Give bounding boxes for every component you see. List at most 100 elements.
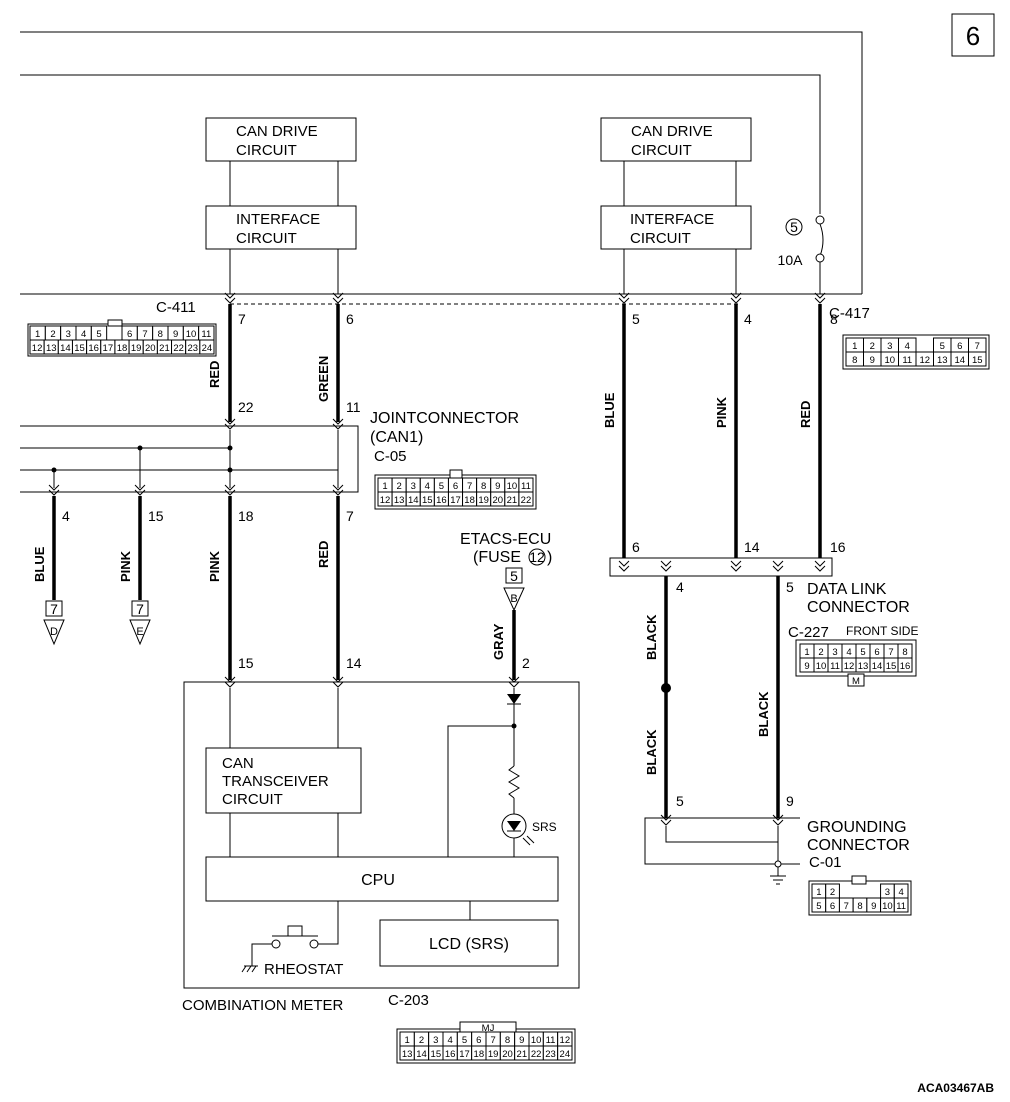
rheostat-label: RHEOSTAT: [264, 961, 343, 978]
block-text: INTERFACE: [630, 211, 714, 228]
can-transceiver-circuit: [205, 747, 362, 814]
c417-pin-4: 4: [905, 341, 910, 352]
c227-tag: M: [852, 676, 860, 687]
c01-pin-6: 6: [830, 901, 835, 912]
top-wire-outer: [20, 31, 863, 294]
c417-pin-6: 6: [957, 341, 962, 352]
wire-black-a: BLACK: [644, 614, 659, 660]
pin-m2: 2: [522, 655, 530, 671]
c227-pin-1: 1: [804, 647, 809, 658]
c227-pin-5: 5: [860, 647, 865, 658]
wire-blue-left: BLUE: [32, 546, 47, 582]
c411-pin-23: 23: [187, 343, 198, 354]
c417-pin-12: 12: [919, 355, 930, 366]
pin-c417-5: 5: [632, 311, 640, 327]
c203-pin-7: 7: [491, 1035, 496, 1046]
wire-pink-meter: PINK: [207, 550, 222, 582]
c01-label: C-01: [809, 854, 842, 871]
c411-pin-18: 18: [117, 343, 128, 354]
c227-pin-10: 10: [816, 661, 827, 672]
c05-pin-9: 9: [495, 481, 500, 492]
c05-pin-22: 22: [521, 495, 532, 506]
etacs-fuse-suffix: ): [547, 549, 552, 566]
ref-d: 7 D: [43, 600, 65, 646]
c411-pin-5: 5: [96, 329, 101, 340]
c417-pin-15: 15: [972, 355, 983, 366]
wire-green: GREEN: [316, 356, 331, 402]
c05-pin-18: 18: [464, 495, 475, 506]
wire-red-right: RED: [798, 401, 813, 428]
c203-pin-10: 10: [531, 1035, 542, 1046]
c203-pin-1: 1: [405, 1035, 410, 1046]
c417-pin-5: 5: [940, 341, 945, 352]
ref-d-number: 7: [50, 601, 58, 617]
wire-gray: GRAY: [491, 623, 506, 660]
c05-pin-20: 20: [492, 495, 503, 506]
c411-pin-8: 8: [158, 329, 163, 340]
ground-title-2: CONNECTOR: [807, 837, 910, 854]
rheostat-switch-icon: [241, 901, 339, 973]
c411-pin-24: 24: [202, 343, 213, 354]
c227-pin-7: 7: [888, 647, 893, 658]
c203-pin-17: 17: [459, 1049, 470, 1060]
c05-pin-11: 11: [521, 481, 531, 492]
pin-j4: 4: [62, 508, 70, 524]
c01-pin-1: 1: [816, 887, 821, 898]
block-text: CIRCUIT: [630, 230, 691, 247]
c411-pin-15: 15: [74, 343, 85, 354]
c05-pin-7: 7: [467, 481, 472, 492]
pin-d5: 5: [786, 579, 794, 595]
c411-pin-9: 9: [173, 329, 178, 340]
c411-pin-11: 11: [201, 329, 211, 340]
pin-c417-4: 4: [744, 311, 752, 327]
c227-pin-2: 2: [818, 647, 823, 658]
block-text: CIRCUIT: [631, 142, 692, 159]
grounding-connector-box: [644, 817, 800, 865]
c203-pin-6: 6: [476, 1035, 481, 1046]
pin-d16: 16: [830, 539, 846, 555]
c411-pin-22: 22: [173, 343, 184, 354]
etacs-title: ETACS-ECU: [460, 531, 551, 548]
pin-c411-7: 7: [238, 311, 246, 327]
etacs-letter: B: [510, 593, 517, 605]
ref-d-letter: D: [50, 626, 58, 638]
c01-pin-4: 4: [898, 887, 903, 898]
wire-black-b: BLACK: [644, 729, 659, 775]
c411-pin-2: 2: [50, 329, 55, 340]
c05-pin-5: 5: [439, 481, 444, 492]
c203-pin-8: 8: [505, 1035, 510, 1046]
c417-pin-9: 9: [870, 355, 875, 366]
wire-black-c: BLACK: [756, 691, 771, 737]
c203-pin-21: 21: [517, 1049, 528, 1060]
c05-pin-1: 1: [382, 481, 387, 492]
wire-pink-right: PINK: [714, 396, 729, 428]
ref-e-letter: E: [136, 626, 143, 638]
c417-pin-14: 14: [954, 355, 965, 366]
c203-pin-4: 4: [448, 1035, 453, 1046]
fuse-number: 5: [790, 219, 798, 235]
lcd-srs-block: [379, 919, 559, 967]
dlc-title-1: DATA LINK: [807, 581, 887, 598]
cpu-label: CPU: [361, 872, 395, 889]
pin-g5: 5: [676, 793, 684, 809]
interface-circuit-right: [600, 205, 752, 250]
c417-pin-8: 8: [852, 355, 857, 366]
pin-d14: 14: [744, 539, 760, 555]
etacs-fuse-no: 12: [529, 549, 545, 565]
c203-pin-19: 19: [488, 1049, 499, 1060]
c417-pin-10: 10: [884, 355, 895, 366]
c01-pin-8: 8: [857, 901, 862, 912]
pin-g9: 9: [786, 793, 794, 809]
c203-pin-11: 11: [546, 1035, 556, 1046]
c227-front-side: FRONT SIDE: [846, 624, 918, 638]
srs-label: SRS: [532, 820, 557, 834]
c227-pin-13: 13: [858, 661, 869, 672]
c411-pin-7: 7: [142, 329, 147, 340]
c203-pin-12: 12: [560, 1035, 571, 1046]
c411-label: C-411: [156, 299, 196, 316]
joint-title-1: JOINTCONNECTOR: [370, 410, 519, 427]
c203-tag: MJ: [482, 1023, 495, 1034]
c203-pin-13: 13: [402, 1049, 413, 1060]
figure-code: ACA03467AB: [917, 1081, 994, 1095]
c203-pin-16: 16: [445, 1049, 456, 1060]
